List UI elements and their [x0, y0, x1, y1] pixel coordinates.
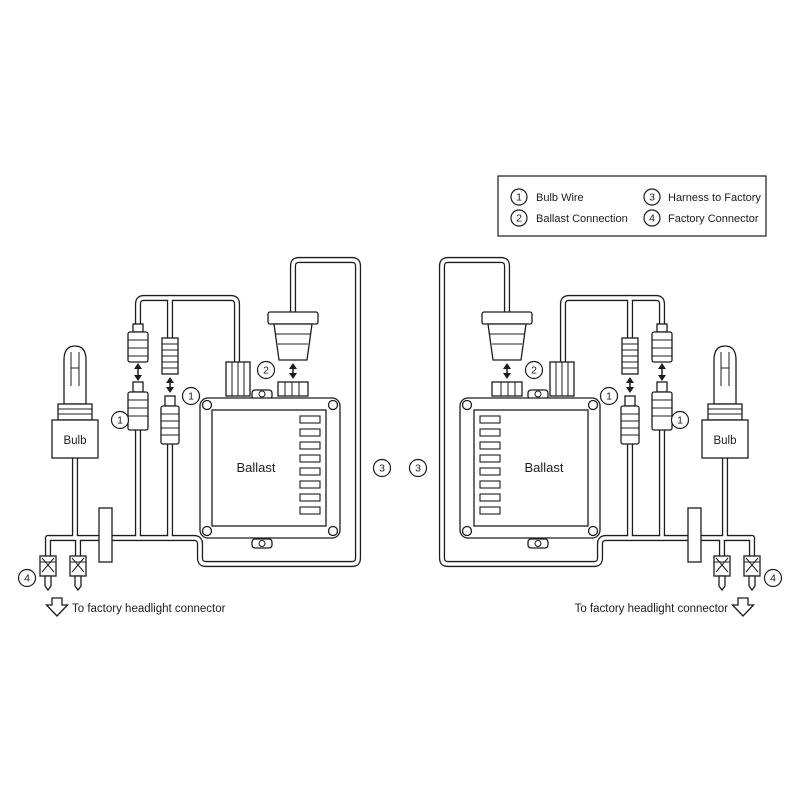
callout-4: 4: [763, 568, 783, 588]
callout-2: 2: [256, 360, 276, 380]
callout-1: 1: [110, 410, 130, 430]
callout-1: 1: [181, 386, 201, 406]
bulb-label: Bulb: [63, 435, 86, 447]
svg-text:Ballast Connection: Ballast Connection: [536, 213, 628, 225]
svg-text:3: 3: [415, 463, 421, 475]
legend-item-bulb-wire: 1 Bulb Wire: [510, 188, 584, 206]
down-arrow-icon: [45, 597, 69, 617]
svg-text:1: 1: [516, 192, 522, 204]
svg-text:2: 2: [263, 365, 269, 377]
svg-text:4: 4: [24, 573, 30, 585]
left-diagram: Bulb Ballast 1 1 2 3 4 To factory headli…: [17, 260, 392, 617]
ballast-label: Ballast: [236, 460, 275, 475]
svg-text:Factory Connector: Factory Connector: [668, 213, 759, 225]
svg-text:1: 1: [117, 415, 123, 427]
right-diagram: Bulb Ballast 1 1 2 3 4 To factory headli…: [408, 260, 783, 617]
svg-text:2: 2: [516, 213, 522, 225]
svg-text:1: 1: [606, 391, 612, 403]
factory-connector-note: To factory headlight connector: [575, 603, 729, 615]
callout-1: 1: [599, 386, 619, 406]
svg-text:4: 4: [770, 573, 776, 585]
legend-box: [497, 175, 767, 237]
ballast-label: Ballast: [524, 460, 563, 475]
svg-text:1: 1: [188, 391, 194, 403]
callout-3: 3: [408, 458, 428, 478]
svg-text:2: 2: [531, 365, 537, 377]
svg-text:4: 4: [649, 213, 655, 225]
legend: 1 Bulb Wire 2 Ballast Connection 3 Harne…: [497, 175, 767, 237]
svg-text:3: 3: [379, 463, 385, 475]
legend-item-factory-connector: 4 Factory Connector: [643, 209, 759, 227]
svg-text:Bulb Wire: Bulb Wire: [536, 192, 584, 204]
svg-text:Harness to Factory: Harness to Factory: [668, 192, 761, 204]
legend-item-harness-to-factory: 3 Harness to Factory: [643, 188, 761, 206]
svg-text:1: 1: [677, 415, 683, 427]
legend-item-ballast-connection: 2 Ballast Connection: [510, 209, 628, 227]
callout-1: 1: [670, 410, 690, 430]
factory-connector-note: To factory headlight connector: [72, 603, 226, 615]
svg-text:3: 3: [649, 192, 655, 204]
callout-3: 3: [372, 458, 392, 478]
down-arrow-icon: [731, 597, 755, 617]
bulb-label: Bulb: [713, 435, 736, 447]
callout-4: 4: [17, 568, 37, 588]
callout-2: 2: [524, 360, 544, 380]
